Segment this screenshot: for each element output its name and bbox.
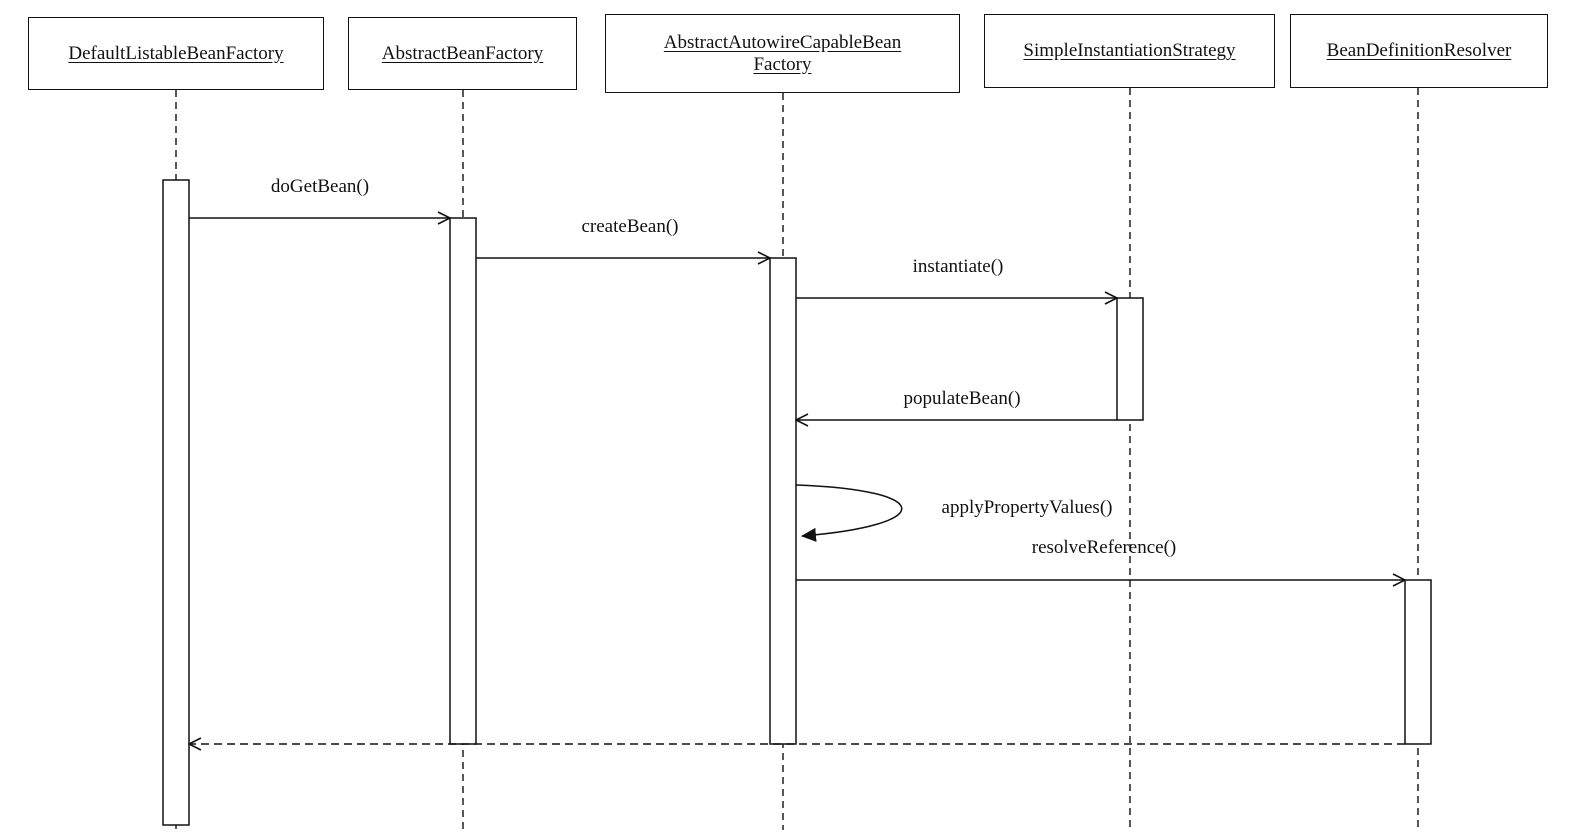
participant-label: AbstractAutowireCapableBean Factory bbox=[663, 31, 902, 75]
participant-label: SimpleInstantiationStrategy bbox=[1023, 40, 1236, 61]
participant-label: DefaultListableBeanFactory bbox=[68, 42, 284, 64]
activation-bar-p2 bbox=[449, 217, 477, 745]
self-message-arrow-m5 bbox=[795, 484, 903, 542]
activation-bar-p3 bbox=[769, 257, 797, 745]
message-label-do-get-bean: doGetBean() bbox=[270, 176, 370, 197]
participant-abstract-autowire-capable-bean-factory: AbstractAutowireCapableBean Factory bbox=[605, 14, 960, 93]
participant-bean-definition-resolver: BeanDefinitionResolver bbox=[1290, 14, 1548, 88]
participant-simple-instantiation-strategy: SimpleInstantiationStrategy bbox=[984, 14, 1275, 88]
message-label-apply-property-values: applyPropertyValues() bbox=[941, 497, 1113, 518]
message-label-populate-bean: populateBean() bbox=[903, 388, 1021, 409]
message-label-resolve-reference: resolveReference() bbox=[1031, 537, 1177, 558]
message-label-create-bean: createBean() bbox=[581, 216, 679, 237]
participant-default-listable-bean-factory: DefaultListableBeanFactory bbox=[28, 17, 324, 90]
message-label-instantiate: instantiate() bbox=[912, 256, 1004, 277]
activation-bar-p1 bbox=[162, 179, 190, 826]
activation-bar-p5 bbox=[1404, 579, 1432, 745]
participant-abstract-bean-factory: AbstractBeanFactory bbox=[348, 17, 577, 90]
participant-label: BeanDefinitionResolver bbox=[1326, 40, 1512, 61]
activation-bar-p4 bbox=[1116, 297, 1144, 421]
participant-label: AbstractBeanFactory bbox=[381, 42, 544, 64]
